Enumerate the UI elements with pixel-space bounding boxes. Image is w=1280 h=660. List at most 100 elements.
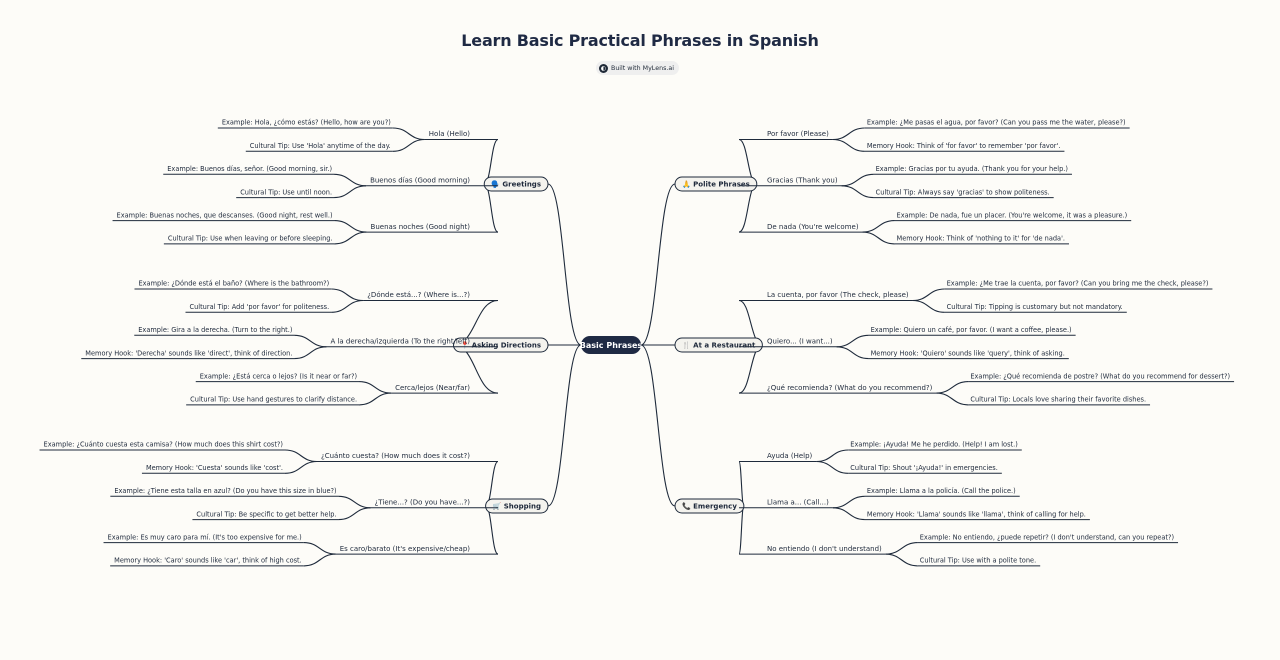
phrase-node[interactable]: La cuenta, por favor (The check, please) bbox=[739, 291, 913, 301]
phrase-label: Por favor (Please) bbox=[767, 130, 829, 138]
built-with-badge[interactable]: ◐ Built with MyLens.ai bbox=[596, 61, 679, 75]
cultural-tip-node: Cultural Tip: Always say 'gracias' to sh… bbox=[873, 188, 1054, 199]
phrase-node[interactable]: ¿Tiene...? (Do you have...?) bbox=[370, 499, 498, 509]
category-node-polite-phrases[interactable]: 🙏 Polite Phrases bbox=[674, 176, 758, 192]
edge-phrase-detail bbox=[392, 138, 425, 152]
category-node-shopping[interactable]: 🛒 Shopping bbox=[485, 498, 549, 514]
edge-phrase-detail bbox=[359, 392, 392, 406]
phrase-node[interactable]: Buenos días (Good morning) bbox=[366, 177, 498, 187]
detail-label: Example: Gira a la derecha. (Turn to the… bbox=[138, 326, 292, 334]
phrase-label: Ayuda (Help) bbox=[767, 452, 813, 460]
example-node: Example: ¿Está cerca o lejos? (Is it nea… bbox=[195, 372, 360, 383]
phrase-node[interactable]: No entiendo (I don't understand) bbox=[739, 545, 886, 555]
phrase-label: La cuenta, por favor (The check, please) bbox=[767, 291, 909, 299]
detail-label: Cultural Tip: Add 'por favor' for polite… bbox=[189, 303, 329, 311]
phrase-node[interactable]: Por favor (Please) bbox=[739, 130, 833, 140]
detail-label: Example: ¡Ayuda! Me he perdido. (Help! I… bbox=[850, 441, 1018, 449]
category-pill-greetings bbox=[483, 176, 549, 192]
edge-phrase-detail bbox=[331, 288, 364, 302]
phrase-node[interactable]: ¿Qué recomienda? (What do you recommend?… bbox=[739, 384, 937, 394]
category-node-at-a-restaurant[interactable]: 🍴 At a Restaurant bbox=[674, 337, 763, 353]
category-node-asking-directions[interactable]: 📍 Asking Directions bbox=[453, 337, 549, 353]
phrase-node[interactable]: Gracias (Thank you) bbox=[739, 177, 842, 187]
edge-root-polite-phrases bbox=[640, 183, 676, 346]
edge-phrase-detail bbox=[862, 220, 895, 233]
detail-label: Cultural Tip: Use with a polite tone. bbox=[920, 557, 1036, 565]
detail-label: Example: Quiero un café, por favor. (I w… bbox=[871, 326, 1072, 334]
category-node-greetings[interactable]: 🗣️ Greetings bbox=[483, 176, 549, 192]
detail-label: Memory Hook: 'Llama' sounds like 'llama'… bbox=[867, 510, 1086, 518]
edge-phrase-detail bbox=[836, 346, 869, 360]
phrase-label: ¿Cuánto cuesta? (How much does it cost?) bbox=[321, 452, 470, 460]
phrase-label: Quiero... (I want...) bbox=[767, 338, 833, 346]
detail-label: Example: Es muy caro para mí. (It's too … bbox=[108, 533, 302, 541]
detail-label: Cultural Tip: Use hand gestures to clari… bbox=[190, 396, 357, 404]
edge-phrase-detail bbox=[331, 299, 364, 313]
phrase-node[interactable]: ¿Cuánto cuesta? (How much does it cost?) bbox=[316, 452, 498, 462]
example-node: Example: De nada, fue un placer. (You're… bbox=[894, 211, 1132, 222]
root-node[interactable]: Basic Phrases bbox=[580, 336, 643, 354]
category-pill-at-a-restaurant bbox=[674, 337, 763, 353]
edge-phrase-detail bbox=[816, 449, 849, 463]
cultural-tip-node: Cultural Tip: Be specific to get better … bbox=[192, 510, 339, 521]
edge-phrase-detail bbox=[832, 138, 865, 152]
detail-label: Cultural Tip: Tipping is customary but n… bbox=[947, 303, 1123, 311]
phrase-node[interactable]: Hola (Hello) bbox=[424, 130, 498, 140]
edge-phrase-detail bbox=[885, 553, 918, 567]
example-node: Example: Es muy caro para mí. (It's too … bbox=[103, 533, 304, 544]
cultural-tip-node: Cultural Tip: Use hand gestures to clari… bbox=[186, 396, 360, 406]
memory-hook-node: Memory Hook: 'Caro' sounds like 'car', t… bbox=[110, 557, 304, 567]
category-label-polite-phrases: 🙏 Polite Phrases bbox=[682, 180, 750, 189]
root-node-label: Basic Phrases bbox=[580, 341, 643, 350]
cultural-tip-node: Cultural Tip: Use until noon. bbox=[236, 188, 335, 199]
category-node-emergency[interactable]: 📞 Emergency bbox=[674, 498, 745, 514]
edge-phrase-detail bbox=[885, 542, 918, 555]
phrase-label: Es caro/barato (It's expensive/cheap) bbox=[340, 545, 471, 553]
detail-label: Memory Hook: 'Caro' sounds like 'car', t… bbox=[114, 557, 302, 565]
edge-phrase-detail bbox=[294, 346, 327, 360]
phrase-node[interactable]: De nada (You're welcome) bbox=[739, 223, 863, 233]
phrase-node[interactable]: Buenas noches (Good night) bbox=[366, 223, 498, 233]
example-node: Example: Buenos días, señor. (Good morni… bbox=[163, 165, 335, 175]
phrase-node[interactable]: Llama a... (Call...) bbox=[739, 499, 833, 509]
edge-category-phrase bbox=[738, 505, 745, 555]
detail-label: Memory Hook: 'Quiero' sounds like 'query… bbox=[871, 349, 1065, 357]
phrase-label: Gracias (Thank you) bbox=[767, 177, 838, 185]
detail-label: Example: Buenos días, señor. (Good morni… bbox=[167, 165, 332, 173]
page-title: Learn Basic Practical Phrases in Spanish bbox=[461, 31, 819, 50]
cultural-tip-node: Cultural Tip: Use 'Hola' anytime of the … bbox=[245, 142, 393, 152]
node-layer: Basic Phrases 🗣️ Greetings Hola (Hello) Exa… bbox=[39, 119, 1235, 567]
memory-hook-node: Memory Hook: 'Derecha' sounds like 'dire… bbox=[81, 349, 295, 360]
detail-label: Example: De nada, fue un placer. (You're… bbox=[897, 211, 1128, 219]
phrase-node[interactable]: ¿Dónde está...? (Where is...?) bbox=[363, 291, 498, 301]
edge-phrase-detail bbox=[832, 507, 865, 521]
edge-phrase-detail bbox=[284, 449, 317, 463]
example-node: Example: ¿Dónde está el baño? (Where is … bbox=[134, 280, 332, 290]
phrase-label: No entiendo (I don't understand) bbox=[767, 545, 882, 553]
edge-root-greetings bbox=[547, 183, 582, 346]
phrase-label: Buenos días (Good morning) bbox=[370, 177, 470, 185]
phrase-label: Buenas noches (Good night) bbox=[371, 223, 471, 231]
phrase-label: ¿Dónde está...? (Where is...?) bbox=[367, 291, 470, 299]
edge-phrase-detail bbox=[841, 185, 874, 199]
memory-hook-node: Memory Hook: 'Llama' sounds like 'llama'… bbox=[864, 510, 1090, 521]
detail-label: Example: No entiendo, ¿puede repetir? (I… bbox=[920, 533, 1174, 541]
category-pill-shopping bbox=[485, 498, 549, 514]
phrase-node[interactable]: Quiero... (I want...) bbox=[739, 338, 837, 348]
phrase-node[interactable]: A la derecha/izquierda (To the right/lef… bbox=[326, 338, 498, 348]
phrase-label: ¿Qué recomienda? (What do you recommend?… bbox=[767, 384, 933, 392]
detail-label: Example: Llama a la policía. (Call the p… bbox=[867, 487, 1016, 495]
detail-label: Memory Hook: 'Derecha' sounds like 'dire… bbox=[85, 349, 292, 357]
phrase-label: A la derecha/izquierda (To the right/lef… bbox=[330, 338, 470, 346]
edge-phrase-detail bbox=[284, 460, 317, 474]
example-node: Example: ¿Tiene esta talla en azul? (Do … bbox=[110, 487, 339, 497]
phrase-node[interactable]: Cerca/lejos (Near/far) bbox=[391, 384, 498, 394]
edge-phrase-detail bbox=[359, 381, 392, 394]
cultural-tip-node: Cultural Tip: Use when leaving or before… bbox=[163, 235, 335, 245]
phrase-node[interactable]: Es caro/barato (It's expensive/cheap) bbox=[335, 545, 498, 555]
edge-phrase-detail bbox=[912, 288, 945, 302]
edge-phrase-detail bbox=[334, 220, 367, 233]
edge-phrase-detail bbox=[338, 507, 371, 521]
detail-label: Cultural Tip: Use 'Hola' anytime of the … bbox=[250, 142, 391, 150]
phrase-node[interactable]: Ayuda (Help) bbox=[739, 452, 817, 462]
